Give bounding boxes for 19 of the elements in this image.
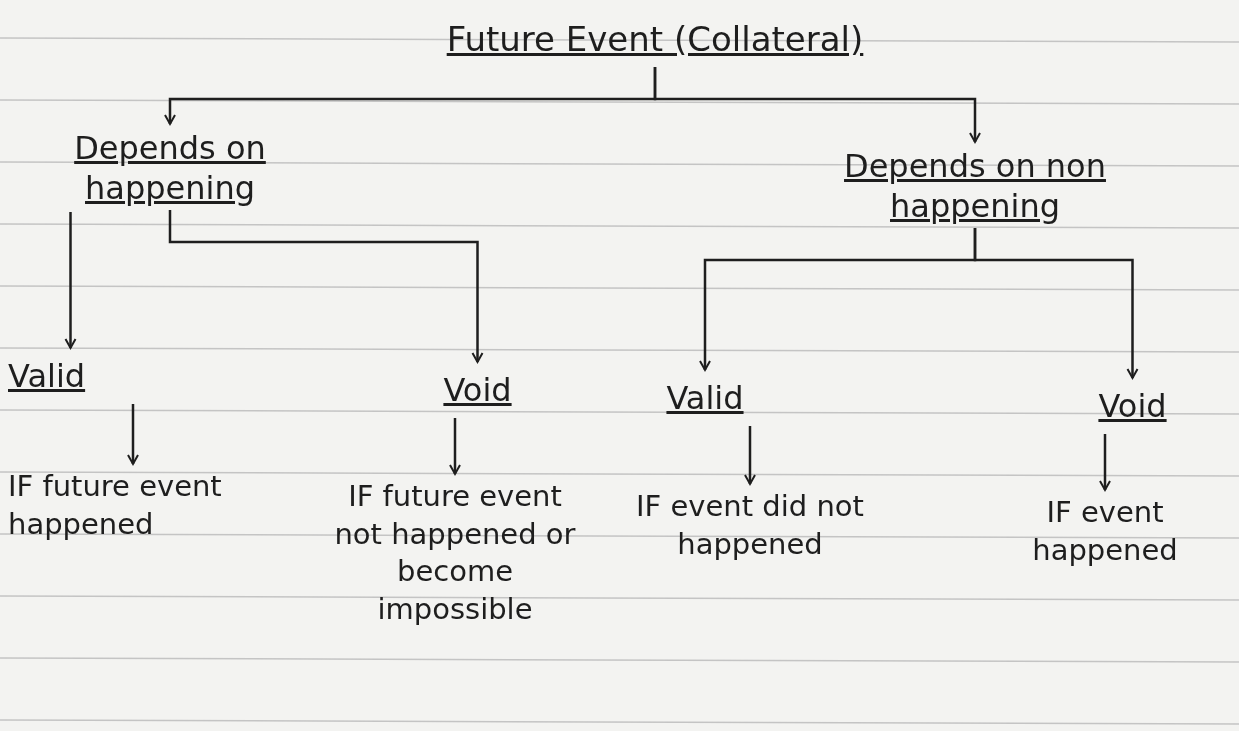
node-label: Void [1097, 386, 1168, 427]
node-label: IF future event happened [8, 468, 223, 543]
node-label: Depends on non happening [843, 146, 1107, 226]
arrow [744, 426, 756, 485]
arrow [64, 212, 77, 349]
arrow [127, 404, 139, 465]
node-label: Valid [665, 378, 745, 419]
arrow [449, 418, 461, 475]
arrow [653, 67, 981, 143]
node-label: Valid [8, 356, 87, 397]
node-label: IF future event not happened or become impossible [333, 478, 577, 629]
arrow [168, 210, 484, 363]
node-label: Future Event (Collateral) [445, 18, 865, 61]
arrow [1099, 434, 1111, 491]
node-label: IF event did not happened [635, 488, 865, 563]
node-label: Depends on happening [73, 128, 267, 208]
node-label: Void [442, 370, 513, 411]
node-label: IF event happened [1031, 494, 1179, 569]
arrow [973, 228, 1139, 379]
